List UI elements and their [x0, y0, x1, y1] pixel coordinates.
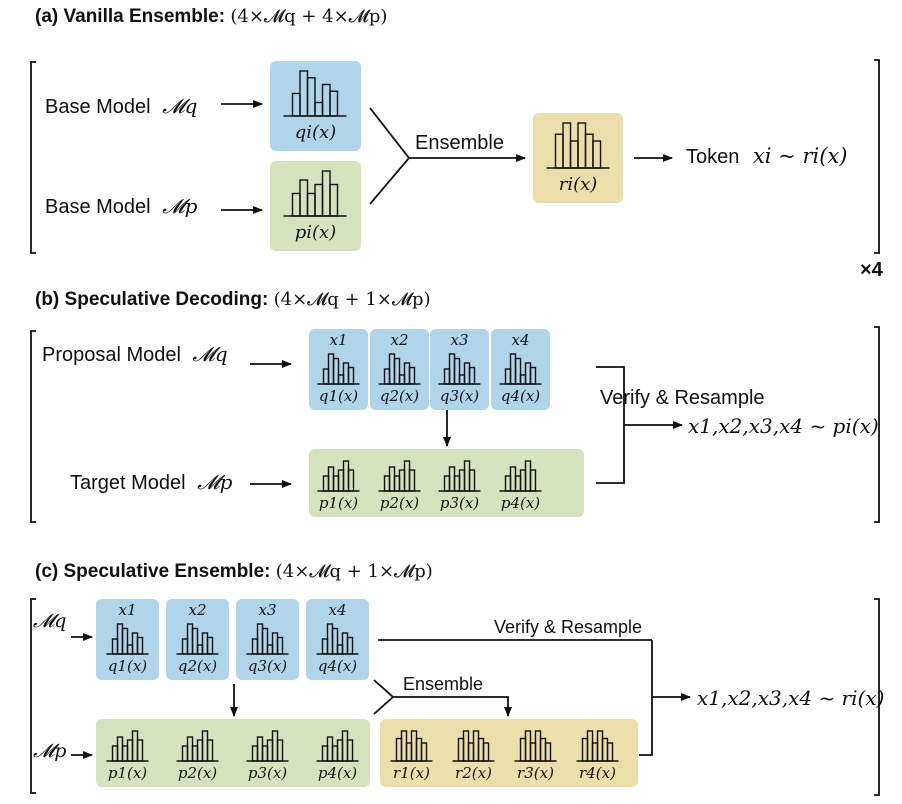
- panel-b-verify-label: Verify & Resample: [600, 387, 765, 409]
- panel-c-q-caption-2: q2(x): [177, 657, 218, 675]
- panel-b-p-caption-2: p2(x): [379, 494, 420, 512]
- panel-a-row-q-label: Base Model 𝓜q: [45, 94, 197, 119]
- panel-c-q-caption-1: q1(x): [107, 657, 148, 675]
- panel-a-title: (a) Vanilla Ensemble: (4×𝓜q + 4×𝓜p): [35, 6, 387, 28]
- panel-b-token-1: x1: [329, 331, 348, 349]
- panel-a-model-p: 𝓜p: [162, 194, 198, 218]
- panel-b-title: (b) Speculative Decoding: (4×𝓜q + 1×𝓜p): [35, 289, 431, 311]
- panel-b-output-math: x1,x2,x3,x4 ~ pi(x): [688, 414, 879, 438]
- panel-c-formula: (4×𝓜q + 1×𝓜p): [275, 561, 433, 582]
- panel-c-p-caption-1: p1(x): [107, 764, 148, 782]
- panel-a-output-math: xi ~ ri(x): [752, 144, 848, 168]
- panel-b-row-p-label: Target Model 𝓜p: [70, 470, 232, 495]
- panel-c-p-caption-3: p3(x): [247, 764, 288, 782]
- panel-b-token-4: x4: [511, 331, 530, 349]
- panel-a-base-model-q-text: Base Model: [45, 96, 151, 118]
- panel-b-formula: (4×𝓜q + 1×𝓜p): [273, 289, 431, 310]
- panel-b-p-caption-1: p1(x): [318, 494, 359, 512]
- panel-b-q-caption-2: q2(x): [379, 387, 420, 405]
- panel-b-p-caption-4: p4(x): [500, 494, 541, 512]
- panel-c-q-caption-4: q4(x): [317, 657, 358, 675]
- panel-b-q-caption-3: q3(x): [439, 387, 480, 405]
- panel-a-repeat-label: ×4: [860, 259, 883, 281]
- panel-c-r-caption-1: r1(x): [393, 764, 430, 782]
- panel-a-ensemble-merge: [369, 107, 411, 205]
- panel-b-left-bracket: [30, 330, 36, 523]
- panel-c-verify-label: Verify & Resample: [494, 617, 643, 637]
- panel-c-r-caption-3: r3(x): [517, 764, 554, 782]
- panel-c-ensemble-arrow: [393, 696, 512, 717]
- panel-c-token-3: x3: [258, 601, 277, 619]
- panel-c-p-caption-4: p4(x): [317, 764, 358, 782]
- panel-b-proposal-model-text: Proposal Model: [42, 344, 181, 366]
- panel-c-token-4: x4: [328, 601, 347, 619]
- panel-a-formula: (4×𝓜q + 4×𝓜p): [230, 6, 388, 27]
- panel-c-model-q: 𝓜q: [33, 610, 67, 632]
- panel-b-token-3: x3: [450, 331, 469, 349]
- panel-a-q-caption: qi(x): [294, 122, 337, 143]
- panel-b-p-caption-3: p3(x): [439, 494, 480, 512]
- panel-b-row-q-label: Proposal Model 𝓜q: [42, 342, 228, 367]
- panel-a-right-bracket: [874, 59, 880, 254]
- panel-c-token-1: x1: [118, 601, 137, 619]
- panel-c-title-text: (c) Speculative Ensemble:: [35, 561, 271, 582]
- panel-a-p-caption: pi(x): [294, 222, 337, 243]
- panel-a-row-p-label: Base Model 𝓜p: [45, 194, 197, 219]
- panel-c-r-caption-4: r4(x): [579, 764, 616, 782]
- panel-b-token-2: x2: [390, 331, 409, 349]
- panel-a-title-text: (a) Vanilla Ensemble:: [35, 6, 226, 27]
- panel-a-left-bracket: [30, 61, 36, 254]
- panel-b-q-caption-4: q4(x): [500, 387, 541, 405]
- panel-c-ensemble-label: Ensemble: [403, 674, 484, 694]
- panel-a-base-model-p-text: Base Model: [45, 196, 151, 218]
- panel-c-q-caption-3: q3(x): [247, 657, 288, 675]
- panel-a-model-q: 𝓜q: [162, 94, 198, 118]
- panel-c-r-caption-2: r2(x): [455, 764, 492, 782]
- panel-b-target-model-text: Target Model: [70, 472, 186, 494]
- panel-a-output: Token xi ~ ri(x): [686, 144, 847, 169]
- panel-c-ensemble-merge: [373, 679, 395, 715]
- panel-c-p-caption-2: p2(x): [177, 764, 218, 782]
- panel-a-r-caption: ri(x): [558, 174, 598, 195]
- panel-c-model-p: 𝓜p: [33, 740, 67, 762]
- panel-c-verify-connector: [639, 640, 653, 756]
- panel-a-token-label: Token: [686, 146, 740, 168]
- panel-b-title-text: (b) Speculative Decoding:: [35, 289, 269, 310]
- panel-b-verify-connector: [596, 366, 625, 484]
- panel-c-output-math: x1,x2,x3,x4 ~ ri(x): [697, 686, 885, 710]
- panel-b-model-q: 𝓜q: [192, 342, 228, 366]
- panel-c-title: (c) Speculative Ensemble: (4×𝓜q + 1×𝓜p): [35, 561, 433, 583]
- panel-b-model-p: 𝓜p: [197, 470, 233, 494]
- panel-a-ensemble-label: Ensemble: [415, 132, 504, 154]
- panel-b-q-caption-1: q1(x): [318, 387, 359, 405]
- panel-c-token-2: x2: [188, 601, 207, 619]
